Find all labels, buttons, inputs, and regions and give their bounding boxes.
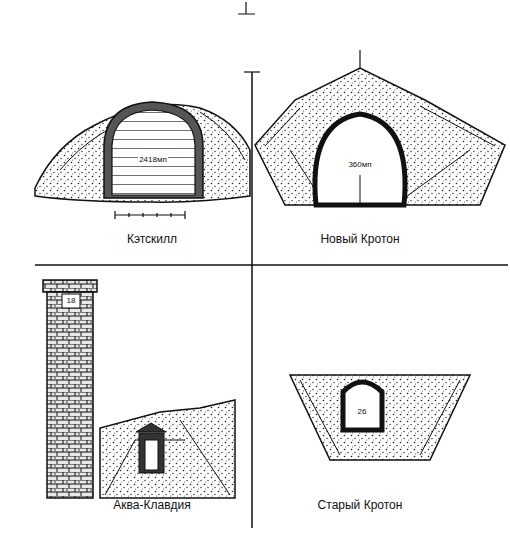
old-croton-section bbox=[290, 375, 470, 460]
capacity-number: 360мп bbox=[347, 160, 372, 169]
section-caption: Кэтскилл bbox=[127, 233, 177, 247]
scale-bar bbox=[115, 211, 185, 219]
catskill-section bbox=[35, 102, 250, 219]
section-caption: Новый Кротон bbox=[320, 233, 399, 247]
divider-horizontal bbox=[35, 264, 508, 266]
callout-number: 18 bbox=[66, 296, 77, 305]
divider-cap bbox=[244, 71, 260, 72]
top-mark bbox=[238, 2, 255, 14]
section-caption: Старый Кротон bbox=[318, 499, 403, 513]
aqua-claudia-section bbox=[43, 280, 235, 498]
new-croton-section bbox=[255, 50, 505, 205]
callout-number: 26 bbox=[357, 407, 368, 416]
divider-vertical bbox=[251, 72, 253, 528]
section-caption: Аква-Клавдия bbox=[113, 499, 190, 513]
capacity-number: 2418мп bbox=[138, 155, 168, 164]
